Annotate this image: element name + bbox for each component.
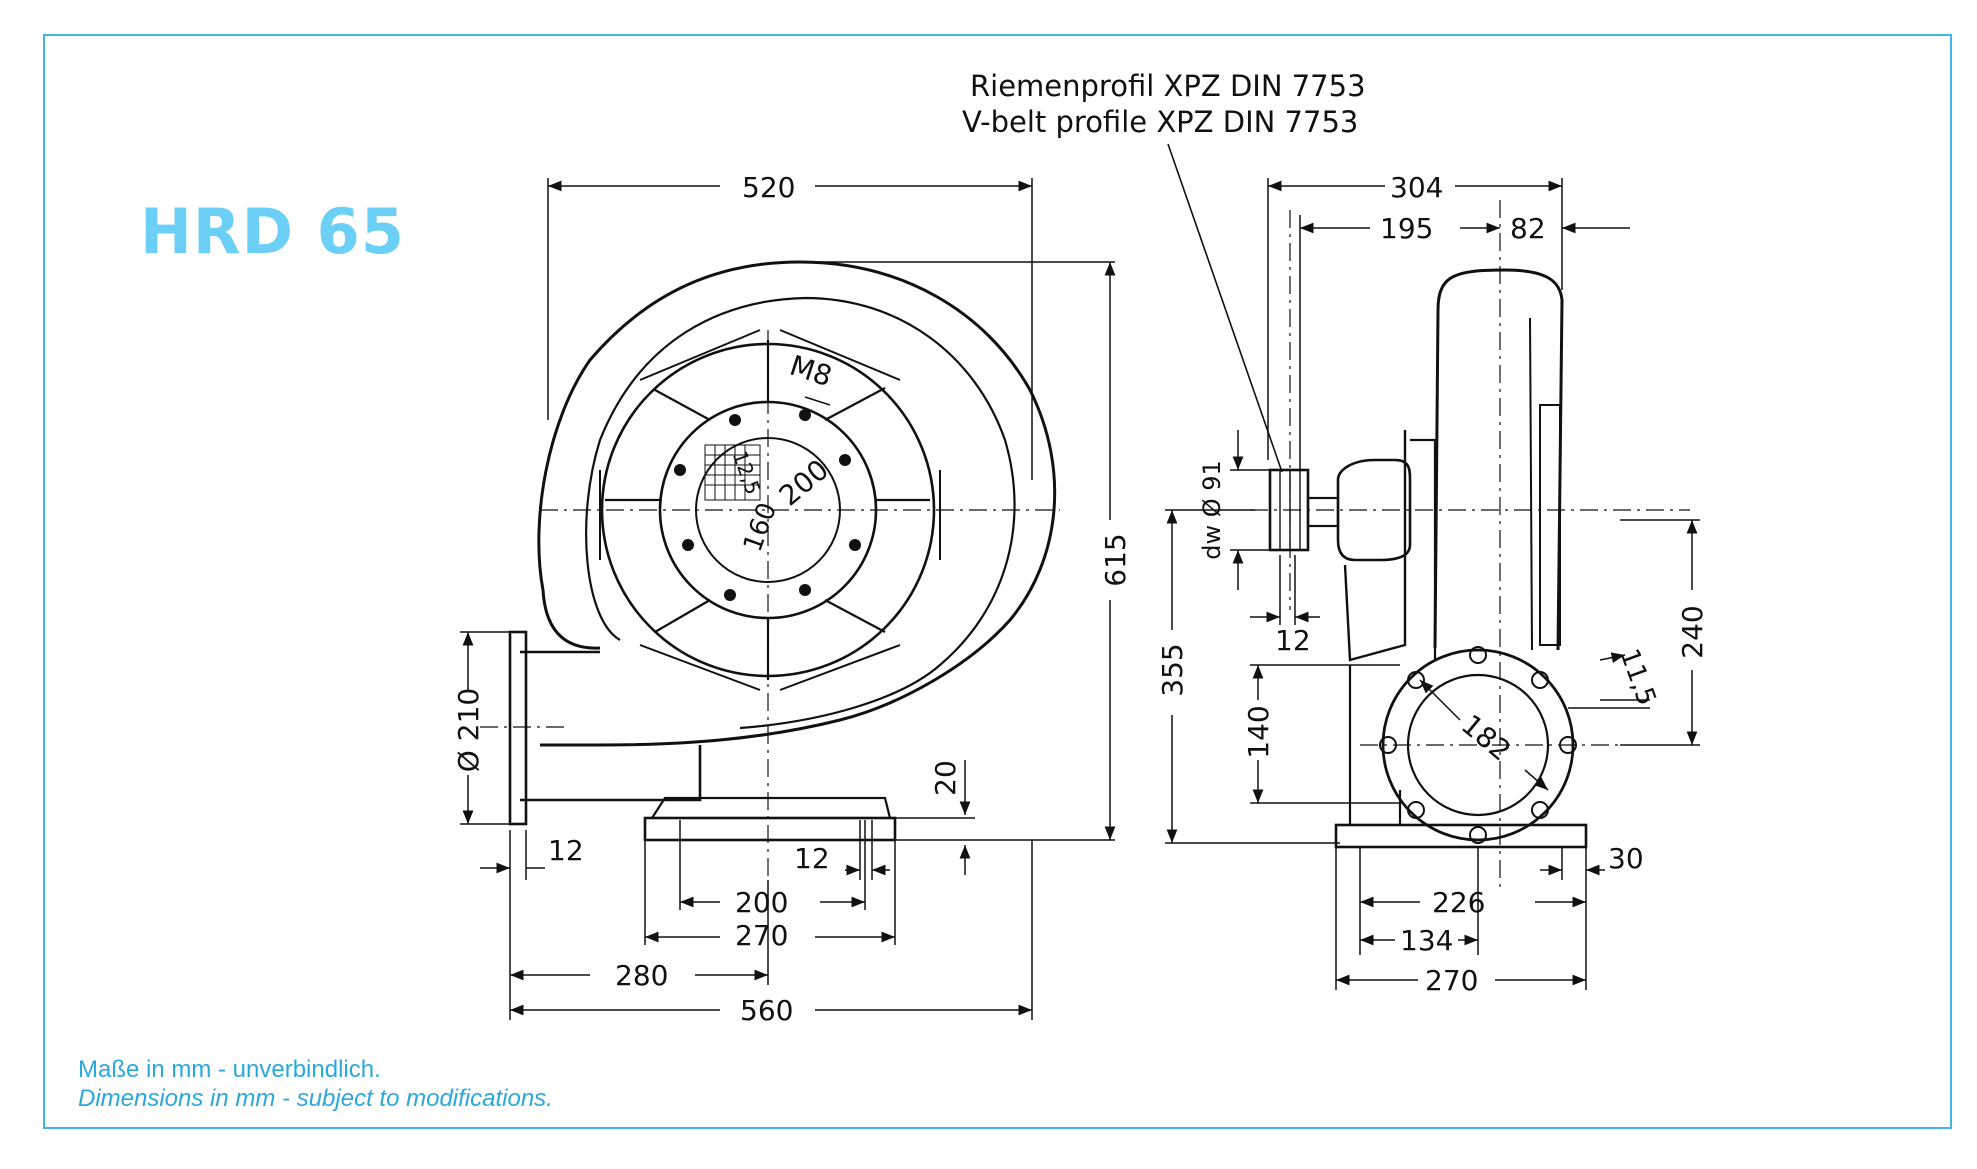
- model-title: HRD 65: [140, 195, 405, 268]
- dim-195: 195: [1380, 212, 1433, 245]
- dim-flange-12: 12: [548, 834, 584, 867]
- outlet-flange: [508, 630, 528, 826]
- front-bolt-holes: [674, 409, 861, 601]
- shaft: [1306, 496, 1340, 528]
- dim-270: 270: [735, 919, 788, 952]
- bearing-flange: [1410, 438, 1437, 660]
- dim-pulley-dia: dw Ø 91: [1198, 460, 1226, 560]
- dim-140: 140: [1242, 705, 1275, 758]
- base-support: [651, 796, 892, 819]
- belt-label-de: Riemenprofil XPZ DIN 7753: [970, 69, 1366, 103]
- dim-30: 30: [1608, 842, 1644, 875]
- scroll-housing: [537, 260, 1057, 747]
- outlet-duct: [520, 650, 702, 802]
- side-dimension-labels: 304 195 82 dw Ø 91 12 355 240 140 182 11…: [1156, 171, 1709, 997]
- side-housing: [1433, 268, 1564, 651]
- hatch-patch: [704, 444, 761, 501]
- dim-560: 560: [740, 994, 793, 1027]
- dim-inlet-200: 200: [773, 453, 835, 513]
- side-housing-rib: [1529, 317, 1533, 651]
- note-english: Dimensions in mm - subject to modificati…: [78, 1085, 553, 1112]
- dim-inlet-160: 160: [738, 499, 783, 556]
- side-pedestal: [1348, 665, 1402, 825]
- dim-outlet-dia: Ø 210: [452, 688, 485, 772]
- window-segments: [599, 329, 941, 691]
- dim-182: 182: [1455, 708, 1517, 768]
- side-base: [1334, 823, 1588, 849]
- dim-base-20: 20: [929, 760, 962, 796]
- bearing-block: [1336, 458, 1412, 562]
- side-dimensions: [1165, 178, 1700, 990]
- dim-bolt-12: 12: [794, 842, 830, 875]
- belt-label-en: V-belt profile XPZ DIN 7753: [962, 105, 1358, 139]
- dim-200: 200: [735, 886, 788, 919]
- dim-304: 304: [1390, 171, 1443, 204]
- dim-615: 615: [1099, 533, 1132, 586]
- bearing-body: [1343, 430, 1407, 662]
- dim-226: 226: [1432, 886, 1485, 919]
- dim-270-side: 270: [1425, 964, 1478, 997]
- drawing-frame: [43, 34, 1952, 1129]
- scroll-inner: [585, 296, 1016, 730]
- dim-280: 280: [615, 959, 668, 992]
- front-dimensions: [460, 178, 1116, 1020]
- note-german: Maße in mm - unverbindlich.: [78, 1056, 381, 1083]
- side-view: [1268, 268, 1588, 849]
- front-view: [508, 260, 1057, 842]
- dim-240: 240: [1676, 605, 1709, 658]
- dim-355: 355: [1156, 643, 1189, 696]
- base-plate: [643, 816, 897, 842]
- dim-134: 134: [1400, 924, 1453, 957]
- dim-82: 82: [1510, 212, 1546, 245]
- dim-pulley-12: 12: [1275, 624, 1311, 657]
- side-centerlines: [1250, 200, 1690, 890]
- dim-520: 520: [742, 171, 795, 204]
- front-centerlines: [480, 330, 1060, 880]
- belt-leader-line: [1167, 143, 1283, 473]
- side-ring: [1539, 404, 1561, 646]
